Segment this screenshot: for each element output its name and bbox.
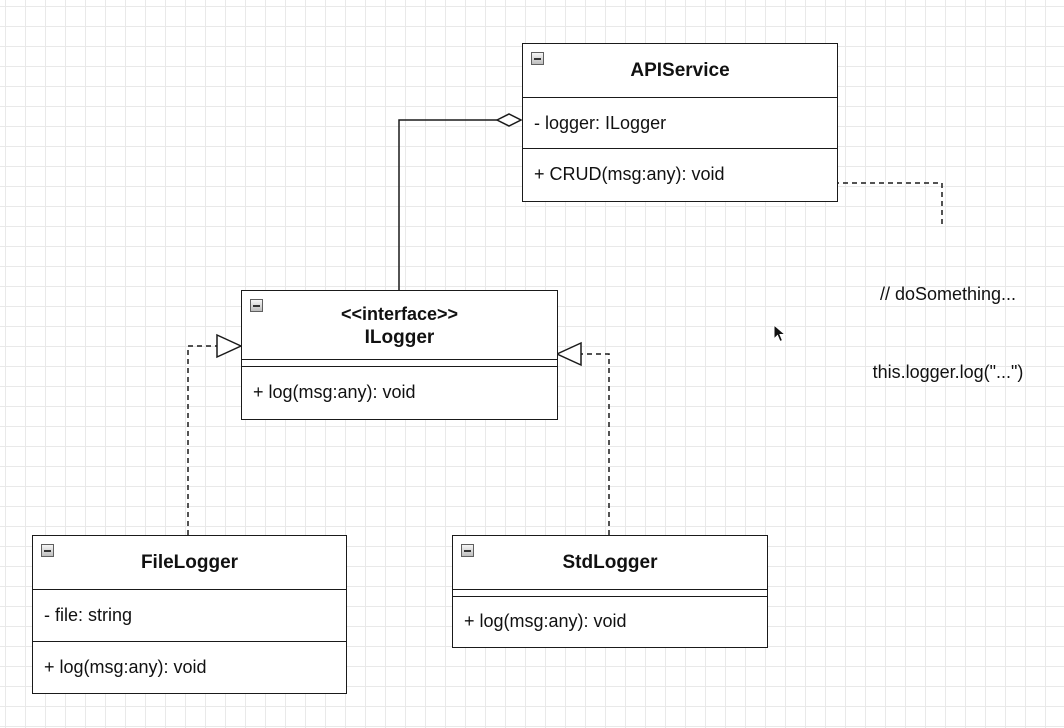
note-line: this.logger.log("...") [872,362,1024,382]
collapse-icon[interactable] [461,544,474,557]
attribute: - file: string [44,605,133,625]
class-header[interactable]: StdLogger [453,536,767,589]
attributes-section[interactable]: - logger: ILogger [523,97,837,148]
class-header[interactable]: FileLogger [33,536,346,589]
method: + CRUD(msg:any): void [534,164,725,184]
attributes-section-empty[interactable] [453,589,767,596]
methods-section[interactable]: + log(msg:any): void [453,596,767,646]
methods-section[interactable]: + CRUD(msg:any): void [523,148,837,200]
class-name: ILogger [364,327,435,348]
class-apiservice[interactable]: APIService - logger: ILogger + CRUD(msg:… [522,43,838,202]
method: + log(msg:any): void [253,382,416,402]
realization-arrow-icon [555,341,582,367]
note-line: // doSomething... [879,284,1017,304]
class-ilogger[interactable]: <<interface>> ILogger + log(msg:any): vo… [241,290,558,420]
aggregation-diamond-icon [495,113,523,127]
class-header[interactable]: <<interface>> ILogger [242,291,557,359]
attributes-section-empty[interactable] [242,359,557,366]
class-filelogger[interactable]: FileLogger - file: string + log(msg:any)… [32,535,347,694]
collapse-icon[interactable] [250,299,263,312]
method: + log(msg:any): void [464,611,627,631]
class-stereotype: <<interface>> [340,304,459,324]
aggregation-connector[interactable] [398,113,523,291]
class-name: StdLogger [562,551,658,573]
realization-connector-stdlogger[interactable] [555,341,610,535]
class-header[interactable]: APIService [523,44,837,97]
methods-section[interactable]: + log(msg:any): void [242,366,557,418]
class-stdlogger[interactable]: StdLogger + log(msg:any): void [452,535,768,648]
attribute: - logger: ILogger [534,112,667,133]
collapse-icon[interactable] [41,544,54,557]
method: + log(msg:any): void [44,656,207,677]
class-name: APIService [630,59,730,81]
mouse-cursor-icon [773,324,787,343]
realization-connector-filelogger[interactable] [187,333,243,535]
collapse-icon[interactable] [531,52,544,65]
class-name: FileLogger [140,551,239,573]
methods-section[interactable]: + log(msg:any): void [33,641,346,692]
realization-arrow-icon [216,333,243,359]
code-note[interactable]: // doSomething... this.logger.log("...") [838,229,1058,411]
attributes-section[interactable]: - file: string [33,589,346,641]
